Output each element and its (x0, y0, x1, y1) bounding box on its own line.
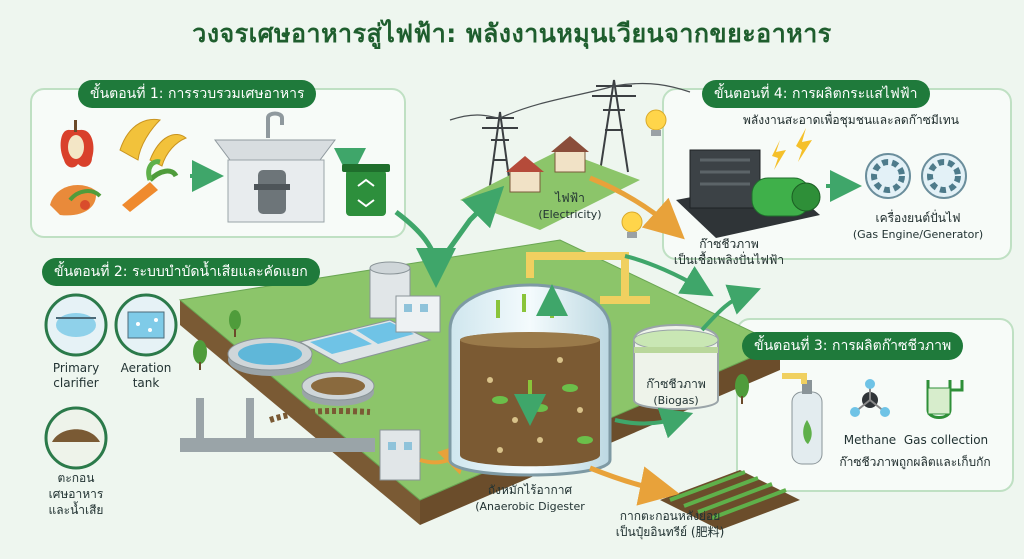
arrow-sink-to-bin (333, 147, 366, 180)
generator-label-th: เครื่องยนต์ปั่นไฟ (875, 211, 961, 225)
anaerobic-digester-icon (448, 285, 612, 477)
sludge-label-1: ตะกอน (57, 471, 95, 485)
biogas-fuel-label-1: ก๊าซชีวภาพ (699, 237, 759, 251)
banana-peel-icon (119, 118, 187, 167)
biogas-tank-icon (633, 324, 719, 410)
generator-icon (676, 149, 821, 238)
pipe-vertical (196, 398, 254, 445)
village-ground (460, 150, 640, 230)
sludge-flow-pipe (269, 407, 371, 423)
arrow-biogas-to-generator (624, 254, 714, 297)
methane-molecule-icon (850, 379, 890, 417)
arrow-digester-to-tank (614, 407, 694, 439)
gas-collection-label: Gas collection (903, 433, 989, 447)
electricity-label-th: ไฟฟ้า (555, 191, 585, 205)
power-tower-right-icon (592, 79, 636, 173)
arrow-generator-to-grid (589, 175, 685, 240)
house-icon (506, 136, 589, 193)
step3-heading: ขั้นตอนที่ 3: การผลิตก๊าซชีวภาพ (742, 332, 964, 360)
primary-clarifier-icon (44, 293, 108, 357)
primary-clarifier-label-1: Primary (52, 361, 100, 375)
gas-cylinder-icon (782, 373, 823, 465)
aeration-tank-label-2: tank (132, 376, 160, 390)
aeration-tank-icon (114, 293, 178, 357)
methane-label: Methane (843, 433, 897, 447)
recycle-bin-icon (342, 164, 390, 216)
primary-clarifier-label-2: clarifier (53, 376, 99, 390)
biogas-tank-label-th: ก๊าซชีวภาพ (646, 377, 706, 391)
aeration-tank-label-1: Aeration (120, 361, 172, 375)
step4-heading: ขั้นตอนที่ 4: การผลิตกระแสไฟฟ้า (702, 80, 930, 108)
arrow-step1-to-step2 (394, 210, 456, 288)
sink-disposal-icon (214, 111, 336, 223)
farm-field-icon (660, 470, 800, 530)
pump-house-icon (379, 429, 421, 481)
treatment-building-icon (369, 261, 441, 333)
arrow-to-fertilizer (589, 465, 680, 506)
arrow-step3-to-step4 (700, 284, 761, 332)
arrow-to-electricity (437, 185, 505, 264)
digester-label-en: (Anaerobic Digester (475, 500, 585, 513)
page-title: วงจรเศษอาหารสู่ไฟฟ้า: พลังงานหมุนเวียนจา… (192, 19, 832, 48)
fertilizer-label-2: เป็นปุ๋ยอินทรีย์ (肥料) (615, 525, 725, 539)
digester-label-th: ถังหมักไร้อากาศ (487, 483, 573, 497)
lightning-icon (772, 128, 812, 170)
biogas-tank-label-en: (Biogas) (653, 394, 699, 407)
gas-collection-icon (926, 380, 964, 419)
biogas-fuel-label-2: เป็นเชื้อเพลิงปั่นไฟฟ้า (673, 253, 785, 267)
apple-core-icon (60, 120, 94, 168)
turbine-fan-icon (865, 153, 967, 199)
carrot-greens-icon (122, 159, 179, 212)
biogas-pipe-up (526, 252, 629, 300)
sludge-label-3: และน้ำเสีย (48, 503, 104, 517)
generator-label-en: (Gas Engine/Generator) (852, 228, 984, 241)
step2-heading: ขั้นตอนที่ 2: ระบบบำบัดน้ำเสียและคัดแยก (42, 258, 320, 286)
collected-caption: ก๊าซชีวภาพถูกผลิตและเก็บกัก (839, 455, 991, 469)
sludge-tank-icon (301, 371, 375, 406)
sludge-label-2: เศษอาหาร (48, 487, 104, 501)
sludge-icon (44, 406, 108, 470)
fertilizer-label-1: กากตะกอนหลังย่อย (619, 509, 721, 523)
electricity-label-en: (Electricity) (538, 208, 602, 221)
step4-subtitle: พลังงานสะอาดเพื่อชุมชนและลดก๊าซมีเทน (742, 113, 959, 127)
vegetable-scraps-icon (50, 185, 102, 216)
clarifier-tank-icon (227, 337, 313, 376)
step1-heading: ขั้นตอนที่ 1: การรวบรวมเศษอาหาร (78, 80, 317, 108)
power-lines (449, 82, 691, 121)
